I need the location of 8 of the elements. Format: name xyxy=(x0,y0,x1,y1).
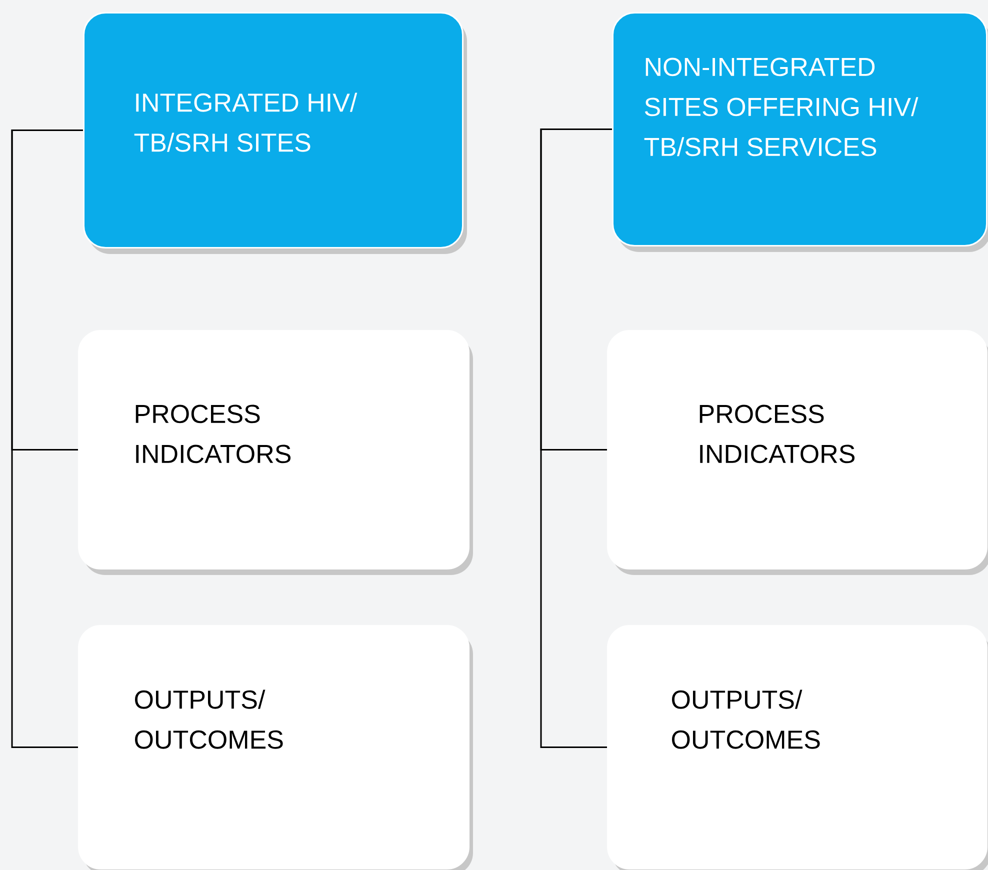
content-box: PROCESS INDICATORS xyxy=(78,330,473,575)
header-box: INTEGRATED HIV/ TB/SRH SITES xyxy=(83,12,467,254)
content-box: OUTPUTS/ OUTCOMES xyxy=(78,625,473,870)
header-box: NON-INTEGRATED SITES OFFERING HIV/ TB/SRH SERVICES xyxy=(612,12,988,252)
bracket-connector xyxy=(540,128,612,748)
content-box: PROCESS INDICATORS xyxy=(607,330,988,575)
content-box: OUTPUTS/ OUTCOMES xyxy=(607,625,988,870)
bracket-connector xyxy=(11,130,83,748)
